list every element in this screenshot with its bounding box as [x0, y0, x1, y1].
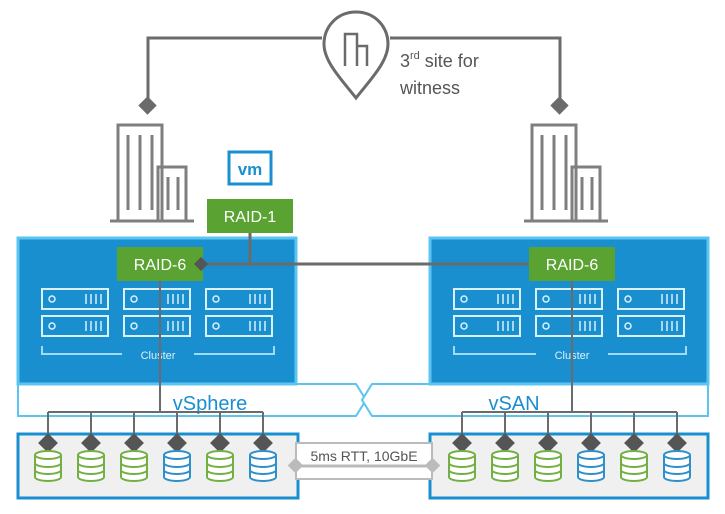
disk-icon — [34, 412, 62, 482]
server-icon — [41, 315, 109, 337]
disk-icon — [77, 412, 105, 482]
witness-label-line2: witness — [399, 78, 460, 98]
server-icon — [205, 315, 273, 337]
raid6-box-left: RAID-6 — [117, 247, 203, 281]
platform-band — [17, 383, 368, 417]
inter-site-link: 5ms RTT, 10GbE — [287, 442, 441, 480]
server-icon — [205, 288, 273, 310]
disk-icon — [163, 412, 191, 482]
svg-text:vm: vm — [238, 160, 263, 179]
raid1-box: RAID-1 — [207, 199, 293, 233]
witness-link-right-diamond — [550, 96, 569, 115]
disks — [34, 411, 691, 482]
cluster-label: Cluster — [141, 350, 176, 362]
disk-icon — [620, 412, 648, 482]
disk-icon — [577, 412, 605, 482]
raid6-box-right: RAID-6 — [529, 247, 615, 281]
link-label: 5ms RTT, 10GbE — [310, 448, 417, 464]
disk-icon — [534, 412, 562, 482]
witness-pin-icon — [322, 10, 390, 101]
disk-icon — [206, 412, 234, 482]
vm-icon: vm — [227, 150, 273, 186]
svg-text:RAID-6: RAID-6 — [134, 257, 187, 274]
platform-label-right: vSAN — [488, 393, 539, 415]
servers — [41, 288, 685, 337]
witness-link-left — [146, 36, 322, 105]
server-icon — [535, 315, 603, 337]
witness-link-right — [390, 36, 562, 105]
building-icon-right — [524, 123, 608, 223]
disk-icon — [448, 412, 476, 482]
server-icon — [123, 315, 191, 337]
server-icon — [453, 315, 521, 337]
witness-label: 3rd site for — [400, 50, 479, 71]
cluster-bracket-right — [453, 346, 687, 355]
disk-icon — [491, 412, 519, 482]
server-icon — [617, 315, 685, 337]
server-icon — [617, 288, 685, 310]
witness-link-left-diamond — [138, 96, 157, 115]
server-icon — [453, 288, 521, 310]
disk-icon — [663, 412, 691, 482]
svg-text:RAID-1: RAID-1 — [224, 209, 277, 226]
cluster-bracket-left — [41, 346, 275, 355]
building-icon-left — [110, 123, 194, 223]
server-icon — [535, 288, 603, 310]
disk-icon — [120, 412, 148, 482]
server-icon — [41, 288, 109, 310]
server-icon — [123, 288, 191, 310]
raid6-left-diamond — [193, 256, 209, 272]
disk-icon — [249, 412, 277, 482]
platform-band-right — [360, 383, 709, 417]
storage-tray-right — [428, 432, 710, 500]
platform-label-left: vSphere — [173, 393, 248, 415]
witness-links — [146, 36, 562, 105]
svg-text:RAID-6: RAID-6 — [546, 257, 599, 274]
